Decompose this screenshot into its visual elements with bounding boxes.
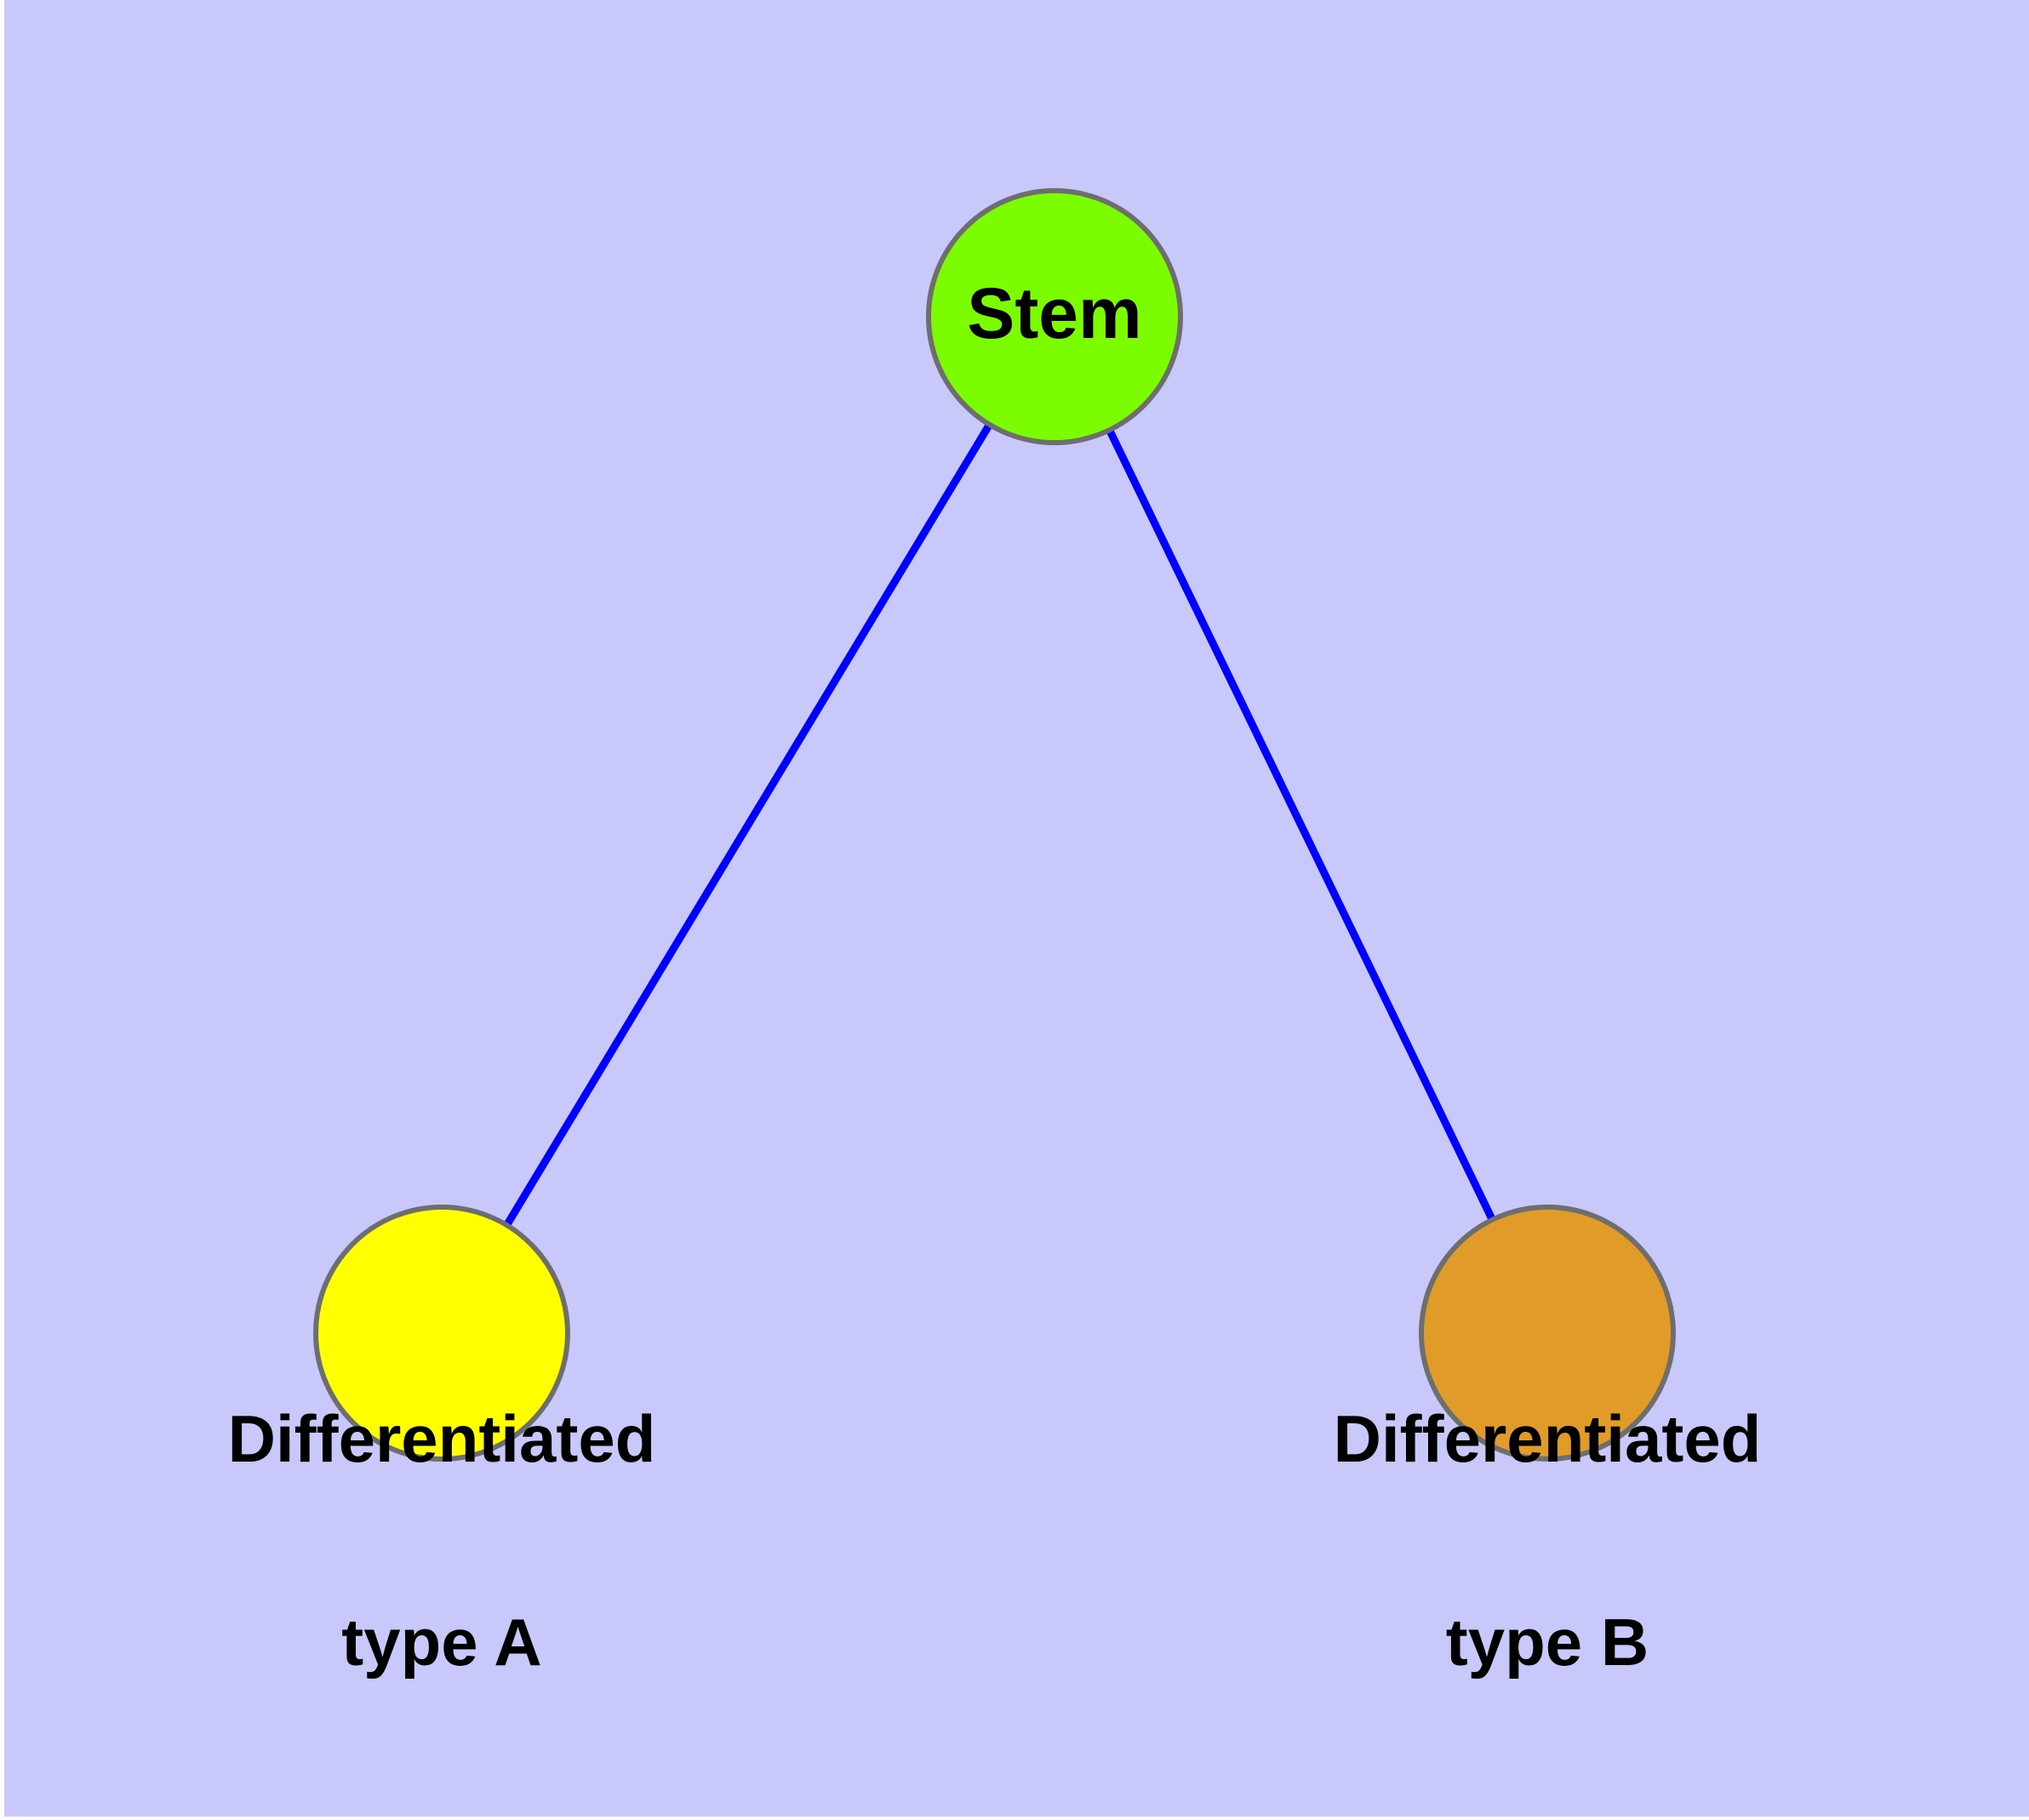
edge-stem-to-differentiated-type-a[interactable] [438,314,1058,1336]
edge-layer [438,314,1552,1336]
node-differentiated-type-a[interactable] [313,1205,570,1462]
node-stem[interactable] [926,188,1183,445]
node-differentiated-type-b[interactable] [1419,1205,1676,1462]
node-layer [313,188,1676,1462]
edge-stem-to-differentiated-type-b[interactable] [1050,315,1552,1335]
